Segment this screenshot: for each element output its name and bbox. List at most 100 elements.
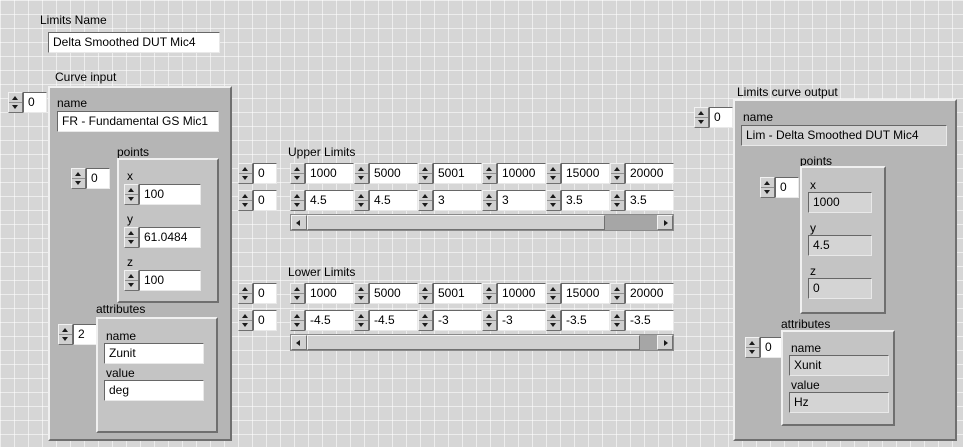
scroll-right-button[interactable]: [657, 215, 673, 230]
limits-name-label: Limits Name: [40, 13, 107, 27]
increment-decrement-spinner[interactable]: [610, 163, 625, 184]
upper-y-1-field[interactable]: 4.5: [369, 190, 418, 211]
upper-x-4-field[interactable]: 15000: [561, 163, 610, 184]
output-attributes-index-spinner[interactable]: [745, 337, 760, 358]
scroll-left-button[interactable]: [291, 215, 307, 230]
upper-y-2-field[interactable]: 3: [433, 190, 482, 211]
output-index-spinner[interactable]: [694, 107, 709, 128]
increment-decrement-spinner[interactable]: [482, 283, 497, 304]
curve-input-index-spinner[interactable]: [8, 92, 23, 113]
output-points-index-spinner[interactable]: [760, 177, 775, 198]
increment-decrement-spinner[interactable]: [354, 310, 369, 331]
lower-x-3-field[interactable]: 10000: [497, 283, 546, 304]
scroll-left-button[interactable]: [291, 335, 307, 350]
upper-y-index-display[interactable]: 0: [253, 190, 277, 211]
upper-y-3-field[interactable]: 3: [497, 190, 546, 211]
points-index-display[interactable]: 0: [86, 168, 110, 189]
upper-x-index-display[interactable]: 0: [253, 163, 277, 184]
upper-x-2-field[interactable]: 5001: [433, 163, 482, 184]
attributes-index-display[interactable]: 2: [73, 324, 97, 345]
output-points-cluster: x 1000 y 4.5 z 0: [800, 166, 886, 314]
array-element: 5001: [418, 163, 482, 184]
y-field[interactable]: 61.0484: [139, 227, 201, 248]
limits-name-field[interactable]: Delta Smoothed DUT Mic4: [48, 32, 220, 53]
z-spinner[interactable]: [124, 270, 139, 291]
attributes-index-spinner[interactable]: [58, 324, 73, 345]
z-label: z: [127, 255, 133, 269]
lower-limits-horizontal-scrollbar[interactable]: [290, 334, 674, 351]
scroll-right-button[interactable]: [657, 335, 673, 350]
increment-decrement-spinner[interactable]: [482, 163, 497, 184]
upper-x-index-spinner[interactable]: [238, 163, 253, 184]
lower-x-4-field[interactable]: 15000: [561, 283, 610, 304]
upper-y-4-field[interactable]: 3.5: [561, 190, 610, 211]
lower-y-index-display[interactable]: 0: [253, 310, 277, 331]
increment-decrement-spinner[interactable]: [290, 190, 305, 211]
increment-decrement-spinner[interactable]: [546, 190, 561, 211]
points-label: points: [117, 145, 150, 159]
increment-decrement-spinner[interactable]: [546, 283, 561, 304]
points-index-spinner[interactable]: [71, 168, 86, 189]
curve-input-index-display[interactable]: 0: [23, 92, 47, 113]
lower-x-0-field[interactable]: 1000: [305, 283, 354, 304]
z-field[interactable]: 100: [139, 270, 201, 291]
lower-y-2-field[interactable]: -3: [433, 310, 482, 331]
upper-x-3-field[interactable]: 10000: [497, 163, 546, 184]
increment-decrement-spinner[interactable]: [354, 283, 369, 304]
scrollbar-track[interactable]: [307, 215, 657, 230]
attribute-value-field[interactable]: deg: [104, 380, 204, 401]
lower-y-0-field[interactable]: -4.5: [305, 310, 354, 331]
upper-y-5-field[interactable]: 3.5: [625, 190, 674, 211]
attribute-name-field[interactable]: Zunit: [104, 343, 204, 364]
increment-decrement-spinner[interactable]: [482, 190, 497, 211]
array-element: 3.5: [546, 190, 610, 211]
increment-decrement-spinner[interactable]: [546, 163, 561, 184]
lower-x-index-display[interactable]: 0: [253, 283, 277, 304]
lower-y-4-field[interactable]: -3.5: [561, 310, 610, 331]
increment-decrement-spinner[interactable]: [610, 283, 625, 304]
upper-limits-horizontal-scrollbar[interactable]: [290, 214, 674, 231]
output-index-display[interactable]: 0: [709, 107, 733, 128]
output-attribute-name-field: Xunit: [789, 355, 889, 376]
increment-decrement-spinner[interactable]: [290, 283, 305, 304]
scrollbar-track[interactable]: [307, 335, 657, 350]
lower-x-index-spinner[interactable]: [238, 283, 253, 304]
lower-y-1-field[interactable]: -4.5: [369, 310, 418, 331]
increment-decrement-spinner[interactable]: [418, 310, 433, 331]
increment-decrement-spinner[interactable]: [354, 190, 369, 211]
increment-decrement-spinner[interactable]: [290, 310, 305, 331]
increment-decrement-spinner[interactable]: [418, 163, 433, 184]
increment-decrement-spinner[interactable]: [290, 163, 305, 184]
lower-x-2-field[interactable]: 5001: [433, 283, 482, 304]
lower-x-1-field[interactable]: 5000: [369, 283, 418, 304]
x-field[interactable]: 100: [139, 184, 201, 205]
increment-decrement-spinner[interactable]: [610, 190, 625, 211]
lower-y-5-field[interactable]: -3.5: [625, 310, 674, 331]
lower-y-3-field[interactable]: -3: [497, 310, 546, 331]
increment-decrement-spinner[interactable]: [354, 163, 369, 184]
y-spinner[interactable]: [124, 227, 139, 248]
upper-y-0-field[interactable]: 4.5: [305, 190, 354, 211]
array-element: -3.5: [546, 310, 610, 331]
upper-y-index-spinner[interactable]: [238, 190, 253, 211]
curve-input-label: Curve input: [55, 70, 117, 84]
curve-input-name-field[interactable]: FR - Fundamental GS Mic1: [57, 111, 219, 132]
output-y-field: 4.5: [808, 235, 872, 256]
scrollbar-thumb[interactable]: [307, 335, 640, 350]
curve-input-cluster: name FR - Fundamental GS Mic1 points 0 x…: [48, 86, 232, 441]
x-spinner[interactable]: [124, 184, 139, 205]
lower-x-5-field[interactable]: 20000: [625, 283, 674, 304]
increment-decrement-spinner[interactable]: [482, 310, 497, 331]
output-points-index-display[interactable]: 0: [775, 177, 799, 198]
increment-decrement-spinner[interactable]: [610, 310, 625, 331]
increment-decrement-spinner[interactable]: [418, 190, 433, 211]
upper-x-1-field[interactable]: 5000: [369, 163, 418, 184]
lower-y-index-spinner[interactable]: [238, 310, 253, 331]
increment-decrement-spinner[interactable]: [418, 283, 433, 304]
array-element: -4.5: [290, 310, 354, 331]
scrollbar-thumb[interactable]: [307, 215, 605, 230]
increment-decrement-spinner[interactable]: [546, 310, 561, 331]
upper-x-0-field[interactable]: 1000: [305, 163, 354, 184]
upper-x-5-field[interactable]: 20000: [625, 163, 674, 184]
